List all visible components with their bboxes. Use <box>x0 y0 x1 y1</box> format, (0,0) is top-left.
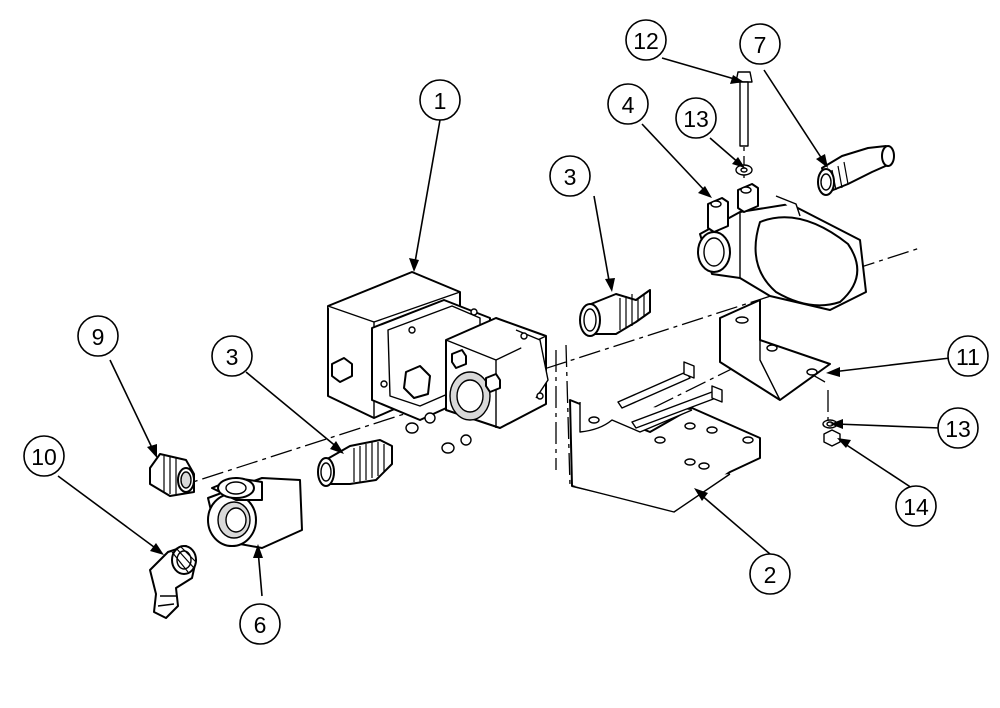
hex-nipple-left-part <box>317 439 393 487</box>
plug-part <box>149 453 195 497</box>
straight-barb-part <box>817 145 895 196</box>
callout-6-label: 6 <box>254 612 267 638</box>
callout-10-label: 10 <box>31 444 57 470</box>
callout-13-bottom-label: 13 <box>945 416 971 442</box>
washers-nuts <box>405 412 472 454</box>
elbow-barb-part <box>149 545 197 619</box>
callout-3-right-label: 3 <box>564 164 577 190</box>
callout-9: 9 <box>77 315 119 357</box>
callout-13-bottom: 13 <box>937 407 979 449</box>
callout-1: 1 <box>419 79 461 121</box>
callout-13-top: 13 <box>675 97 717 139</box>
bracket-bolts <box>617 361 723 429</box>
callout-9-label: 9 <box>92 324 105 350</box>
callout-balloons: 1 2 3 3 4 6 7 9 <box>23 19 989 645</box>
callout-11-label: 11 <box>956 344 980 370</box>
leader-lines <box>57 57 951 597</box>
callout-6: 6 <box>239 603 281 645</box>
callout-7-label: 7 <box>754 32 767 58</box>
callout-3-right: 3 <box>549 155 591 197</box>
callout-4: 4 <box>607 83 649 125</box>
valve-body-part <box>697 183 867 311</box>
callout-12-label: 12 <box>633 28 659 54</box>
callout-7: 7 <box>739 23 781 65</box>
hex-nipple-right-part <box>579 289 651 337</box>
tee-fitting-part <box>207 477 303 549</box>
small-bracket-part <box>719 299 831 401</box>
callout-11: 11 <box>947 335 989 377</box>
bolt-part <box>735 71 753 147</box>
callout-12: 12 <box>625 19 667 61</box>
callout-13-top-label: 13 <box>683 106 709 132</box>
callout-14: 14 <box>895 485 937 527</box>
callout-14-label: 14 <box>903 494 929 520</box>
callout-10: 10 <box>23 435 65 477</box>
callout-1-label: 1 <box>434 88 447 114</box>
callout-3-left-label: 3 <box>226 344 239 370</box>
callout-3-left: 3 <box>211 335 253 377</box>
bracket-part <box>569 399 761 513</box>
callout-2-label: 2 <box>764 562 777 588</box>
callout-4-label: 4 <box>622 92 635 118</box>
pump-body-part <box>327 271 549 429</box>
callout-2: 2 <box>749 553 791 595</box>
nut-part <box>823 429 841 447</box>
